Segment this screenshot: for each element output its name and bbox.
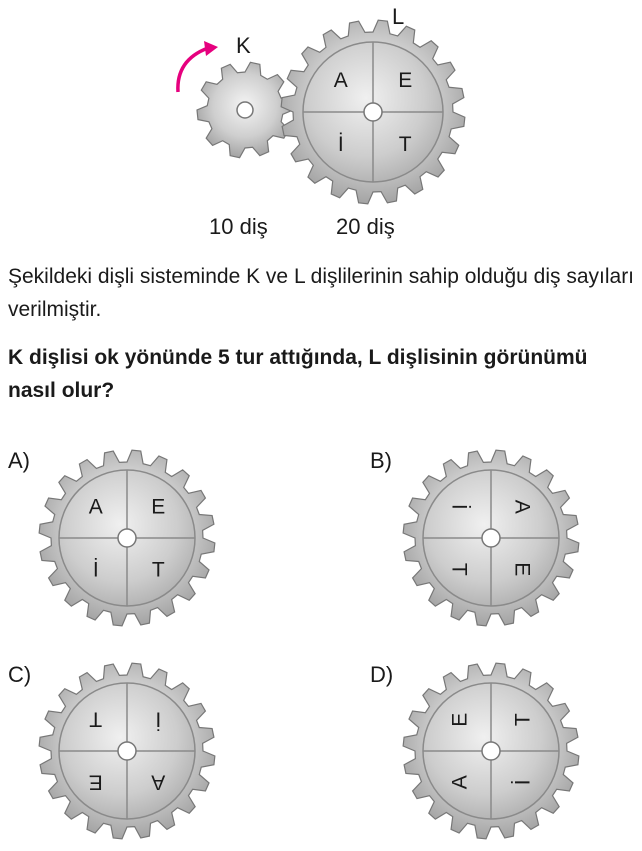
- option-b-gear-letter-top-right: E: [510, 562, 533, 576]
- option-b-gear-letter-top-left: A: [510, 500, 533, 514]
- gear-l-hub: [363, 102, 383, 122]
- option-d-gear: A E İ T: [402, 662, 580, 840]
- option-a-label: A): [8, 448, 30, 473]
- gear-l-letter-top-right: E: [398, 69, 412, 92]
- option-a-gear-letter-bottom-right: T: [152, 558, 165, 581]
- option-c-gear-letter-bottom-right: T: [89, 708, 102, 731]
- option-d-gear-hub: [481, 741, 501, 761]
- gear-k-tooth-count: 10 diş: [209, 214, 268, 239]
- option-a-gear: A E İ T: [38, 449, 216, 627]
- option-a-gear-letter-top-left: A: [89, 496, 103, 519]
- option-d-gear-letter-bottom-right: T: [511, 713, 534, 726]
- gear-l: A E İ T: [280, 19, 466, 205]
- option-a-gear-hub: [117, 528, 137, 548]
- option-b-gear-hub: [481, 528, 501, 548]
- option-d-gear-letter-bottom-left: İ: [511, 779, 534, 785]
- option-a-gear-letter-top-right: E: [151, 496, 165, 519]
- option-c-gear-letter-bottom-left: İ: [155, 708, 161, 731]
- gear-l-letter-top-left: A: [334, 69, 348, 92]
- option-b-label: B): [370, 448, 392, 473]
- option-b-gear-letter-bottom-right: T: [448, 563, 471, 576]
- rotation-arrow-icon: [176, 41, 218, 93]
- option-c-gear: A E İ T: [38, 662, 216, 840]
- question-text: K dişlisi ok yönünde 5 tur attığında, L …: [8, 346, 588, 402]
- option-d-label: D): [370, 662, 394, 687]
- gear-k-hub: [236, 101, 254, 119]
- option-a-gear-letter-bottom-left: İ: [93, 558, 99, 581]
- option-c-label: C): [8, 662, 32, 687]
- option-b-gear: A E İ T: [402, 449, 580, 627]
- gear-k-label: K: [236, 33, 251, 58]
- option-c-gear-hub: [117, 741, 137, 761]
- option-d-gear-letter-top-right: E: [449, 713, 472, 727]
- gear-l-tooth-count: 20 diş: [336, 214, 395, 239]
- intro-text: Şekildeki dişli sisteminde K ve L dişlil…: [8, 265, 635, 321]
- option-b-gear-letter-bottom-left: İ: [448, 504, 471, 510]
- option-c-gear-letter-top-left: A: [151, 770, 165, 793]
- gear-k: [196, 61, 294, 159]
- gear-l-letter-bottom-left: İ: [338, 133, 344, 156]
- gear-l-letter-bottom-right: T: [399, 133, 412, 156]
- gear-l-label: L: [392, 4, 405, 29]
- option-c-gear-letter-top-right: E: [89, 770, 103, 793]
- option-d-gear-letter-top-left: A: [449, 775, 472, 789]
